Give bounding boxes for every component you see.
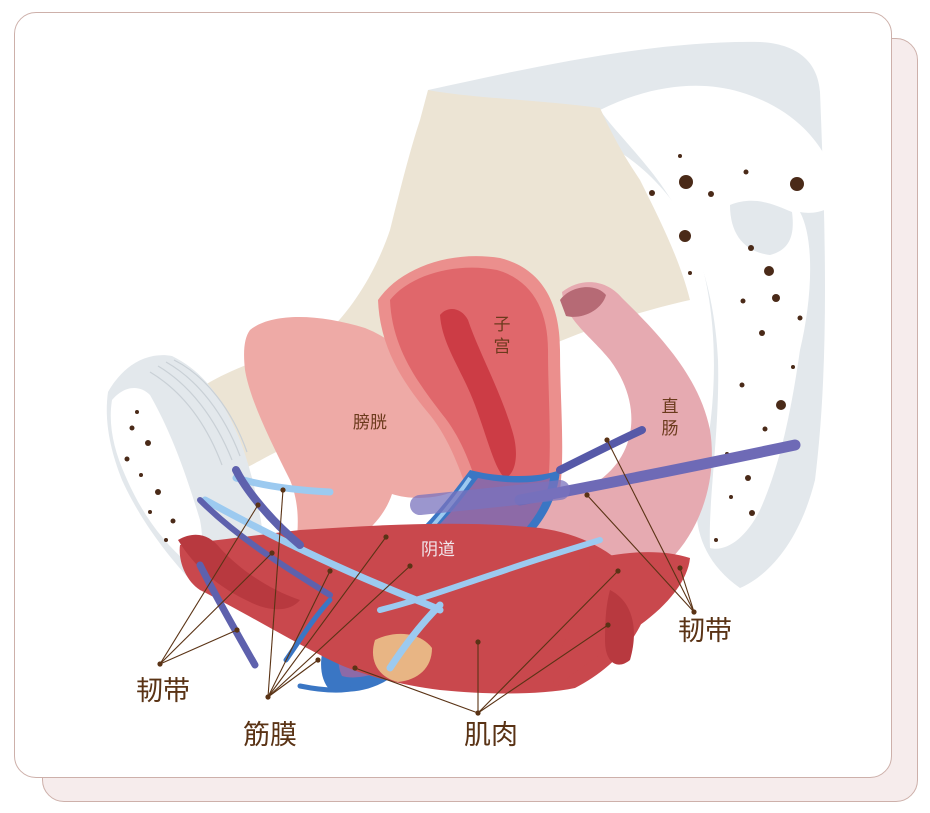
label-uterus-2: 宫 (494, 337, 511, 357)
fascia-lower-dark (297, 683, 358, 693)
muscle-right-tip (605, 590, 634, 665)
pelvic-floor-muscles (178, 523, 690, 694)
muscle-left-strand (178, 534, 300, 610)
leader-dots (157, 437, 697, 716)
leader-lines (159, 439, 695, 714)
sacrum-inner (600, 85, 840, 549)
label-rectum-1: 直 (662, 397, 679, 417)
label-uterus-1: 子 (494, 315, 511, 335)
label-fascia: 筋膜 (243, 720, 297, 751)
fascia-cross-strand (377, 537, 603, 613)
fascia-left-dark (283, 597, 333, 663)
label-ligament-left: 韧带 (136, 676, 190, 707)
uterus (378, 256, 563, 502)
pubic-ridges (149, 359, 248, 466)
marrow-dots (649, 154, 804, 542)
label-rectum-2: 肠 (662, 419, 679, 439)
label-muscle: 肌肉 (464, 720, 518, 751)
pubic-bone (106, 355, 267, 594)
ligament-left-diag (197, 497, 333, 598)
label-vagina: 阴道 (421, 540, 455, 560)
rectum-lumen (560, 287, 606, 317)
ligament-sacro-short (556, 426, 646, 474)
ligament-left-lower (196, 561, 259, 669)
label-bladder: 膀胱 (353, 413, 387, 433)
pubic-marrow-dots (124, 410, 186, 556)
pubic-inner (110, 388, 202, 565)
sacrum (428, 41, 840, 589)
ligament-band-center (410, 480, 570, 515)
uterine-cavity (440, 308, 516, 478)
fascia-down-strand (386, 601, 444, 672)
muscle-main (179, 523, 650, 694)
sacrum-notch (730, 200, 793, 255)
label-ligament-right: 韧带 (678, 616, 732, 647)
